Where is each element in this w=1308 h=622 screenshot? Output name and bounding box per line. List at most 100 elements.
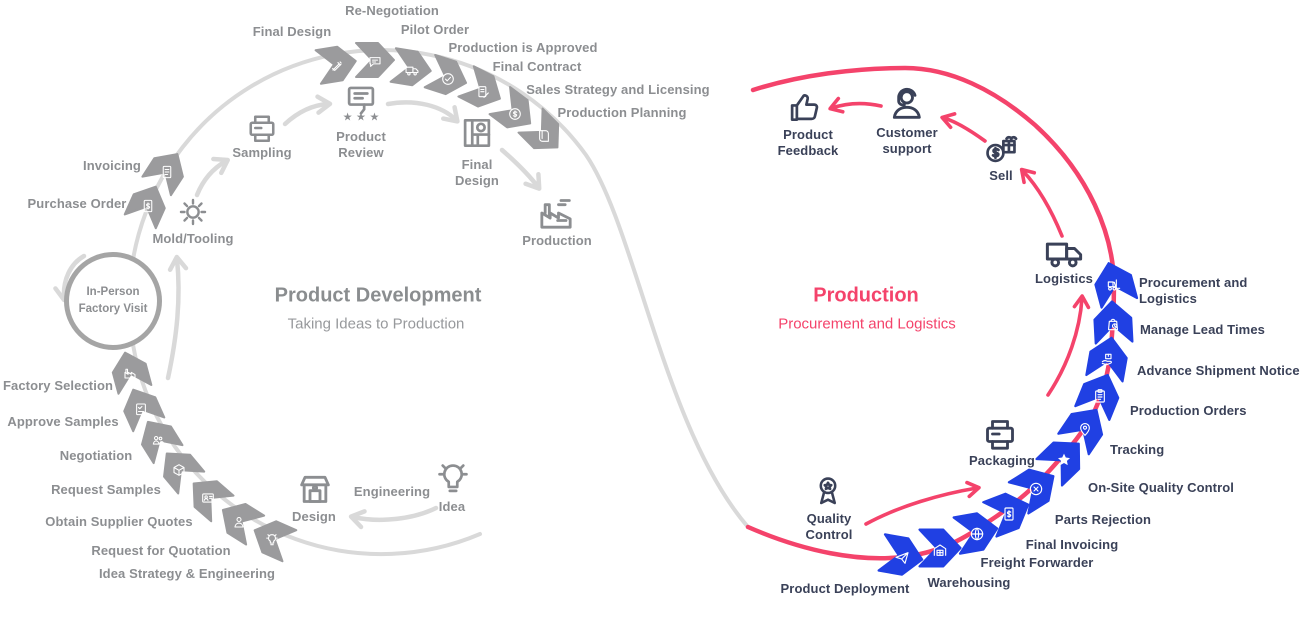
- quality-control-medal-icon: [819, 477, 837, 505]
- step-label-procurement-logistics: Procurement and Logistics: [1139, 274, 1248, 306]
- step-label-product-review: Product Review: [336, 128, 386, 160]
- step-label-sales-strategy: Sales Strategy and Licensing: [526, 81, 710, 97]
- step-label-negotiation: Negotiation: [59, 447, 133, 463]
- chevron-sales-strategy: [488, 85, 532, 129]
- chevron-product-deployment: [877, 533, 924, 576]
- step-label-production-approved: Production is Approved: [448, 39, 598, 55]
- sampling-icon: [249, 115, 275, 143]
- development-subtitle: Taking Ideas to Production: [287, 315, 465, 333]
- chevron-production-planning: [517, 107, 560, 150]
- arrow-hub-direction: [53, 253, 87, 303]
- arrow-quality-to-packaging: [864, 480, 981, 526]
- chevron-request-for-quotation: [221, 502, 266, 546]
- step-label-warehousing: Warehousing: [927, 574, 1011, 590]
- arrow-sell-to-support: [940, 112, 987, 143]
- factory-visit-hub: In-Person Factory Visit: [64, 252, 162, 350]
- chevron-re-negotiation: [355, 42, 395, 78]
- step-label-production-planning: Production Planning: [557, 104, 687, 120]
- chevron-request-samples: [163, 452, 206, 495]
- chevron-advance-shipment: [1085, 336, 1128, 383]
- chevron-production-orders: [1074, 373, 1120, 421]
- step-label-pilot-order: Pilot Order: [400, 21, 470, 37]
- step-label-final-design-inner: Final Design: [455, 156, 499, 188]
- arrow-logistics-to-sell: [1019, 167, 1064, 238]
- arrow-final-design-to-production: [499, 147, 542, 191]
- step-label-production-orders: Production Orders: [1130, 402, 1247, 418]
- step-label-design: Design: [292, 508, 336, 524]
- chevron-negotiation: [140, 420, 184, 465]
- step-label-parts-rejection: Parts Rejection: [1054, 511, 1152, 527]
- arrow-mold-to-sampling: [194, 156, 230, 198]
- production-title: Production: [813, 284, 919, 307]
- step-label-customer-support: Customer support: [876, 124, 938, 156]
- step-label-product-feedback: Product Feedback: [777, 126, 839, 158]
- chevron-final-contract: [457, 65, 501, 108]
- arrow-support-to-feedback: [828, 96, 883, 114]
- chevron-manage-lead-times: [1093, 300, 1134, 345]
- step-label-final-invoicing: Final Invoicing: [1025, 536, 1119, 552]
- arrow-sampling-to-review: [282, 94, 333, 127]
- step-label-freight-forwarder: Freight Forwarder: [980, 554, 1094, 570]
- chevron-invoicing: [141, 153, 184, 197]
- step-label-factory-selection: Factory Selection: [2, 377, 114, 393]
- arrow-packaging-to-logistics: [1046, 294, 1091, 397]
- step-label-advance-shipment: Advance Shipment Notice: [1137, 362, 1300, 378]
- sell-money-gift-icon: [986, 135, 1018, 163]
- step-label-idea-strategy: Idea Strategy & Engineering: [98, 565, 276, 581]
- customer-support-headset-icon: [892, 87, 921, 119]
- chevron-pilot-order: [389, 47, 432, 87]
- logistics-chevrons: [877, 262, 1139, 576]
- step-label-invoicing: Invoicing: [83, 157, 141, 173]
- arrow-hub-to-mold-tooling: [165, 254, 189, 381]
- chevron-obtain-supplier-quotes: [192, 480, 235, 523]
- production-factory-icon: [540, 199, 572, 229]
- step-label-request-for-quotation: Request for Quotation: [91, 542, 231, 558]
- chevron-procurement-logistics: [1094, 262, 1139, 309]
- step-label-mold-tooling: Mold/Tooling: [152, 230, 234, 246]
- step-label-purchase-order: Purchase Order: [27, 195, 127, 211]
- step-label-product-deployment: Product Deployment: [780, 580, 910, 596]
- arrow-idea-to-design: [348, 505, 439, 530]
- step-label-approve-samples: Approve Samples: [7, 413, 119, 429]
- chevron-onsite-quality-control: [1035, 441, 1081, 487]
- step-label-engineering: Engineering: [353, 483, 431, 499]
- packaging-icon: [986, 420, 1014, 450]
- product-feedback-thumb-icon: [790, 94, 819, 122]
- mold-tooling-gear-icon: [179, 198, 207, 226]
- arrow-review-to-final-design: [385, 100, 460, 124]
- chevron-purchase-order: [123, 185, 166, 230]
- hub-label: In-Person Factory Visit: [78, 285, 148, 315]
- development-chevrons: [111, 42, 560, 563]
- step-label-onsite-qc: On-Site Quality Control: [1088, 479, 1235, 495]
- chevron-tracking: [1057, 408, 1104, 456]
- step-label-sell: Sell: [989, 167, 1013, 183]
- logistics-truck-icon: [1045, 242, 1083, 268]
- chevron-final-design: [314, 45, 357, 85]
- step-label-re-negotiation: Re-Negotiation: [345, 2, 439, 18]
- step-label-obtain-supplier-quotes: Obtain Supplier Quotes: [45, 513, 193, 529]
- step-label-sampling: Sampling: [232, 144, 292, 160]
- step-label-quality-control: Quality Control: [805, 510, 853, 542]
- step-label-production-inner: Production: [522, 232, 592, 248]
- step-label-packaging: Packaging: [969, 452, 1035, 468]
- chevron-final-invoicing: [982, 492, 1030, 538]
- chevron-warehousing: [918, 528, 962, 568]
- product-review-icon: [342, 86, 380, 122]
- chevron-parts-rejection: [1007, 468, 1055, 515]
- chevron-production-approved: [423, 53, 468, 96]
- step-label-tracking: Tracking: [1110, 441, 1165, 457]
- step-label-request-samples: Request Samples: [51, 481, 161, 497]
- design-storefront-icon: [300, 475, 330, 503]
- final-design-machine-icon: [463, 118, 491, 148]
- development-title: Product Development: [274, 284, 482, 307]
- chevron-freight-forwarder: [952, 512, 999, 555]
- chevron-factory-selection: [111, 351, 153, 395]
- idea-bulb-icon: [438, 464, 468, 493]
- step-label-final-design-top: Final Design: [252, 23, 332, 39]
- chevron-approve-samples: [123, 388, 166, 433]
- production-subtitle: Procurement and Logistics: [778, 315, 956, 333]
- step-label-manage-lead-times: Manage Lead Times: [1140, 321, 1266, 337]
- step-label-final-contract: Final Contract: [492, 58, 582, 74]
